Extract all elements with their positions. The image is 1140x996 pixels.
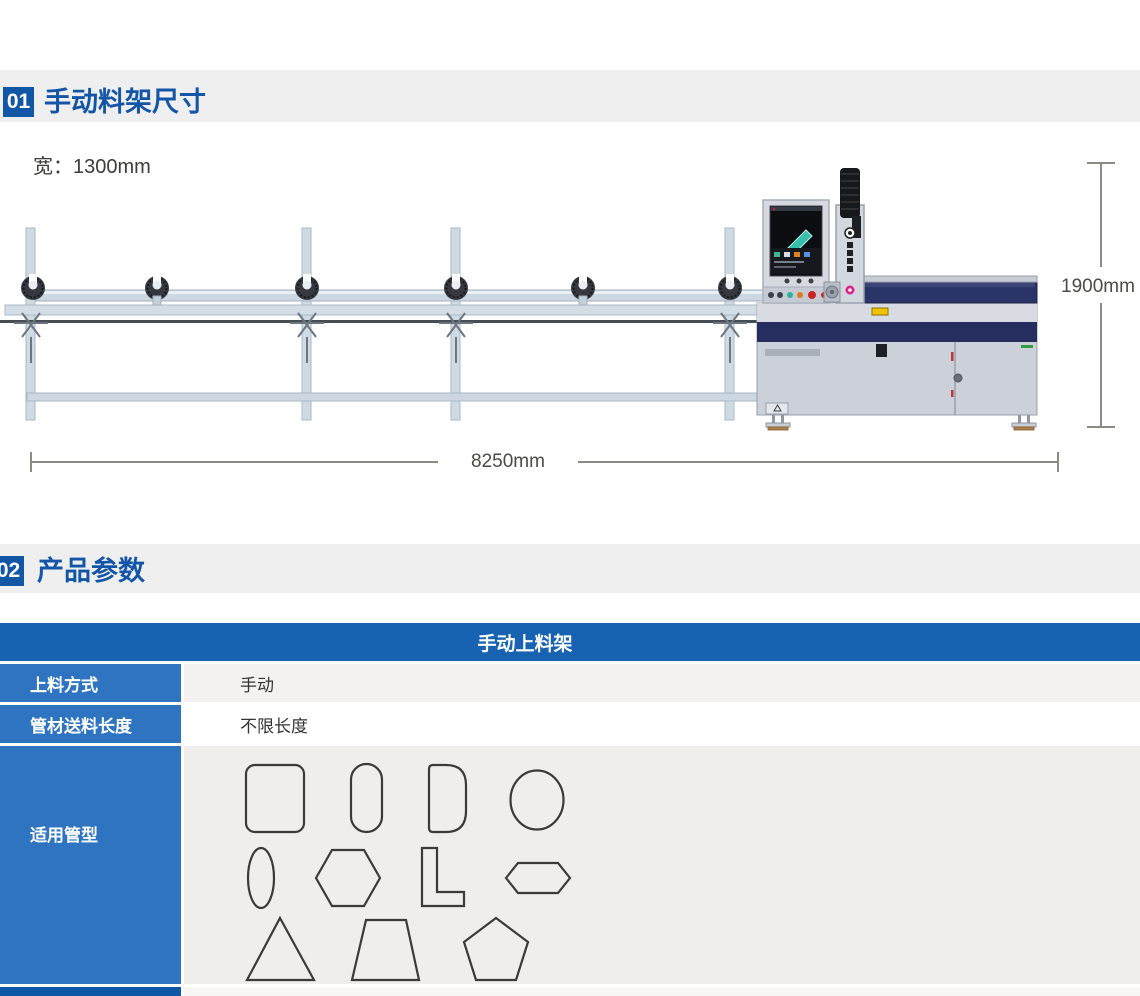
- machine-column: [823, 168, 889, 316]
- brand-text-marks: [847, 242, 853, 272]
- rack-and-machine-drawing: [0, 162, 1115, 472]
- row-label-loading-method: 上料方式: [0, 664, 181, 702]
- trapezoid-icon: [350, 918, 421, 982]
- control-buttons: [768, 291, 827, 299]
- manual-material-rack-icon: [0, 227, 767, 421]
- clamp-4: [713, 312, 747, 363]
- table-row: 适用管型: [0, 746, 1140, 984]
- ellipse-narrow-icon: [246, 846, 276, 910]
- row-label-pipe-types: 适用管型: [0, 746, 181, 984]
- clamp-1: [14, 312, 48, 363]
- table-row: 上料方式 手动: [0, 664, 1140, 702]
- circle-icon: [509, 769, 565, 831]
- d-shape-icon: [427, 763, 468, 834]
- height-dimension-label: 1900mm: [1061, 276, 1135, 297]
- hexagon-icon: [314, 848, 382, 908]
- section2-header-band: [0, 544, 1140, 593]
- row-label-feed-length: 管材送料长度: [0, 705, 181, 743]
- pipe-shape-icons: [244, 762, 572, 982]
- control-cabinet: [762, 199, 834, 304]
- dimension-lines: [30, 162, 1115, 472]
- section2-title: 产品参数: [37, 556, 145, 586]
- technical-drawing: [0, 130, 1140, 480]
- row-value-feed-length: 不限长度: [184, 705, 1140, 743]
- table-row: 管材送料长度 不限长度: [0, 705, 1140, 743]
- width-dimension-label: 宽：1300mm: [33, 156, 151, 178]
- row-value-pipe-types: [184, 746, 1140, 984]
- triangle-icon: [245, 915, 316, 982]
- l-shape-icon: [420, 846, 466, 908]
- rounded-square-icon: [244, 763, 306, 834]
- next-row-value-strip: [184, 987, 1140, 996]
- machine-feet: [765, 415, 1037, 431]
- table-title: 手动上料架: [477, 633, 573, 655]
- row-value-loading-method: 手动: [184, 664, 1140, 702]
- laser-pipe-cutting-machine-icon: [756, 168, 1038, 431]
- table-title-bar: 手动上料架: [0, 623, 1140, 661]
- clamp-2: [290, 312, 324, 363]
- pentagon-icon: [462, 916, 530, 982]
- section1-number-badge: 01: [3, 87, 34, 117]
- table-row-partial: [0, 987, 1140, 996]
- warning-label: [871, 307, 889, 316]
- section1-header-band: [0, 70, 1140, 122]
- clamp-3: [439, 312, 473, 363]
- section2-number-badge: 02: [0, 556, 24, 586]
- section1-title: 手动料架尺寸: [44, 87, 206, 117]
- roller-wheels: [21, 274, 742, 306]
- screen-toolbar: [774, 252, 810, 268]
- rounded-rect-vertical-icon: [349, 762, 384, 834]
- next-row-label-strip: [0, 987, 181, 996]
- length-dimension-label: 8250mm: [471, 451, 545, 472]
- flat-hexagon-icon: [504, 861, 572, 895]
